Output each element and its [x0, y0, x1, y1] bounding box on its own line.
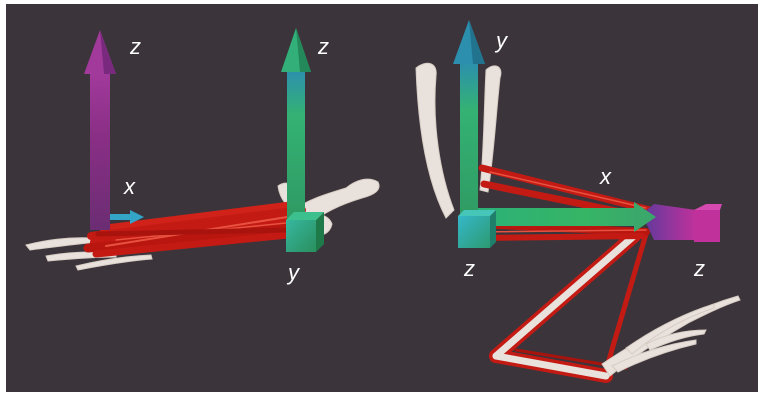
right-label-y: y [494, 28, 509, 53]
right-z-axis-magenta [642, 204, 722, 242]
right-origin-cube [458, 210, 496, 248]
left-label-z-purple: z [129, 34, 141, 59]
right-label-x: x [599, 164, 612, 189]
render-scene: z z x y [6, 4, 758, 392]
right-label-z-end: z [693, 256, 705, 281]
scene-background [6, 4, 758, 392]
left-label-x: x [123, 174, 136, 199]
left-label-y: y [286, 260, 301, 285]
left-y-axis-cube [286, 212, 324, 252]
left-label-z-green: z [317, 34, 329, 59]
render-viewport: z z x y [6, 4, 758, 392]
right-label-z-origin: z [463, 256, 475, 281]
